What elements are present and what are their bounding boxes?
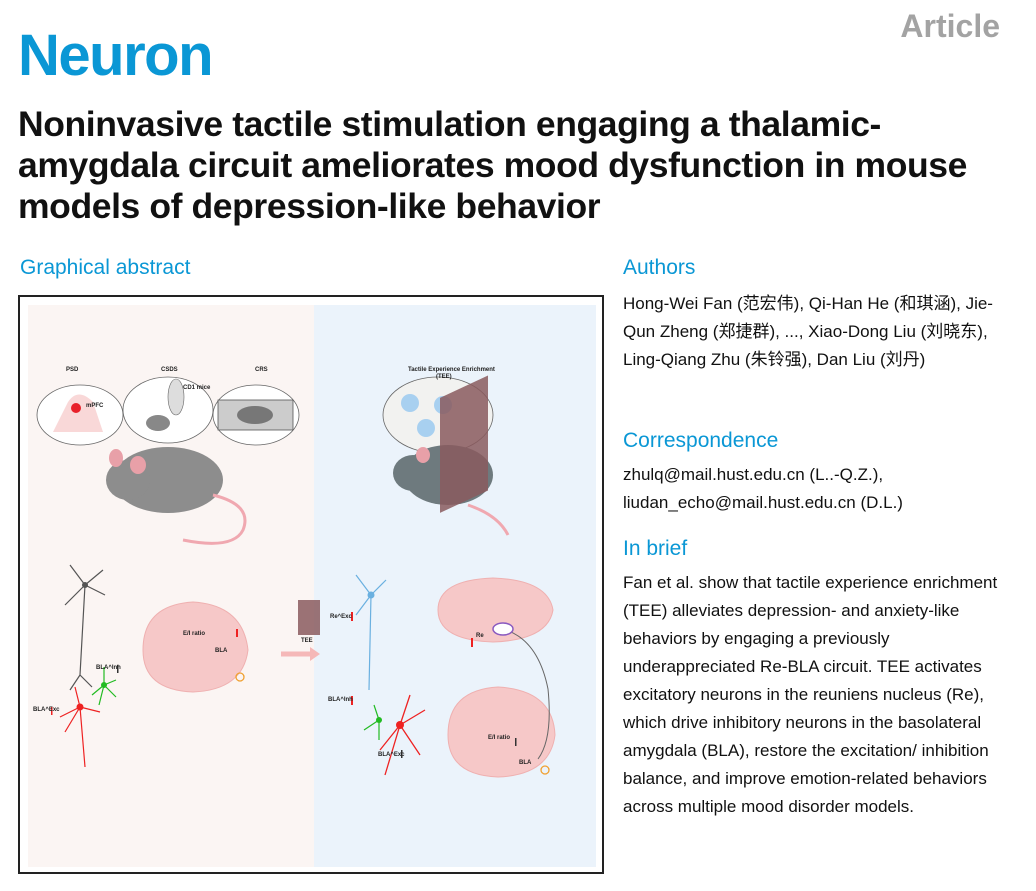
label-re: Re bbox=[476, 633, 484, 639]
correspondence-email[interactable]: zhulq@mail.hust.edu.cn (L..-Q.Z.), bbox=[623, 465, 884, 484]
graphical-abstract: PSD CSDS CRS mPFC CD1 mice Tactile Exper… bbox=[28, 305, 596, 867]
authors-heading: Authors bbox=[623, 256, 696, 279]
article-title: Noninvasive tactile stimulation engaging… bbox=[18, 104, 967, 226]
label-bla-exc: BLA^Exc bbox=[33, 707, 60, 713]
label-bla-inh: BLA^Inh bbox=[96, 665, 121, 671]
label-bla-exc-2: BLA^Exc bbox=[378, 752, 405, 758]
in-brief-heading: In brief bbox=[623, 537, 688, 560]
label-tee-abbr: (TEE) bbox=[436, 374, 452, 380]
label-psd: PSD bbox=[66, 367, 79, 373]
graphical-abstract-heading: Graphical abstract bbox=[20, 256, 191, 279]
label-crs: CRS bbox=[255, 367, 268, 373]
journal-logo: Neuron bbox=[18, 23, 214, 88]
label-ei-ratio: E/I ratio bbox=[183, 631, 206, 637]
label-bla-2: BLA bbox=[519, 760, 532, 766]
label-bla-inh-2: BLA^Inh bbox=[328, 697, 353, 703]
correspondence: zhulq@mail.hust.edu.cn (L..-Q.Z.), liuda… bbox=[623, 461, 1013, 517]
correspondence-heading: Correspondence bbox=[623, 429, 779, 452]
authors-list: Hong-Wei Fan (范宏伟), Qi-Han He (和琪涵), Jie… bbox=[623, 294, 993, 369]
graphical-abstract-illustration bbox=[28, 305, 596, 867]
label-cd1: CD1 mice bbox=[183, 385, 211, 391]
label-tee: TEE bbox=[301, 638, 313, 644]
label-ei-ratio-2: E/I ratio bbox=[488, 735, 511, 741]
label-bla: BLA bbox=[215, 648, 228, 654]
label-re-exc: Re^Exc bbox=[330, 614, 352, 620]
label-tee-title: Tactile Experience Enrichment bbox=[408, 367, 495, 373]
label-csds: CSDS bbox=[161, 367, 178, 373]
label-mpfc: mPFC bbox=[86, 403, 104, 409]
in-brief-text: Fan et al. show that tactile experience … bbox=[623, 573, 998, 816]
correspondence-email[interactable]: liudan_echo@mail.hust.edu.cn (D.L.) bbox=[623, 493, 903, 512]
article-type: Article bbox=[900, 8, 1000, 44]
